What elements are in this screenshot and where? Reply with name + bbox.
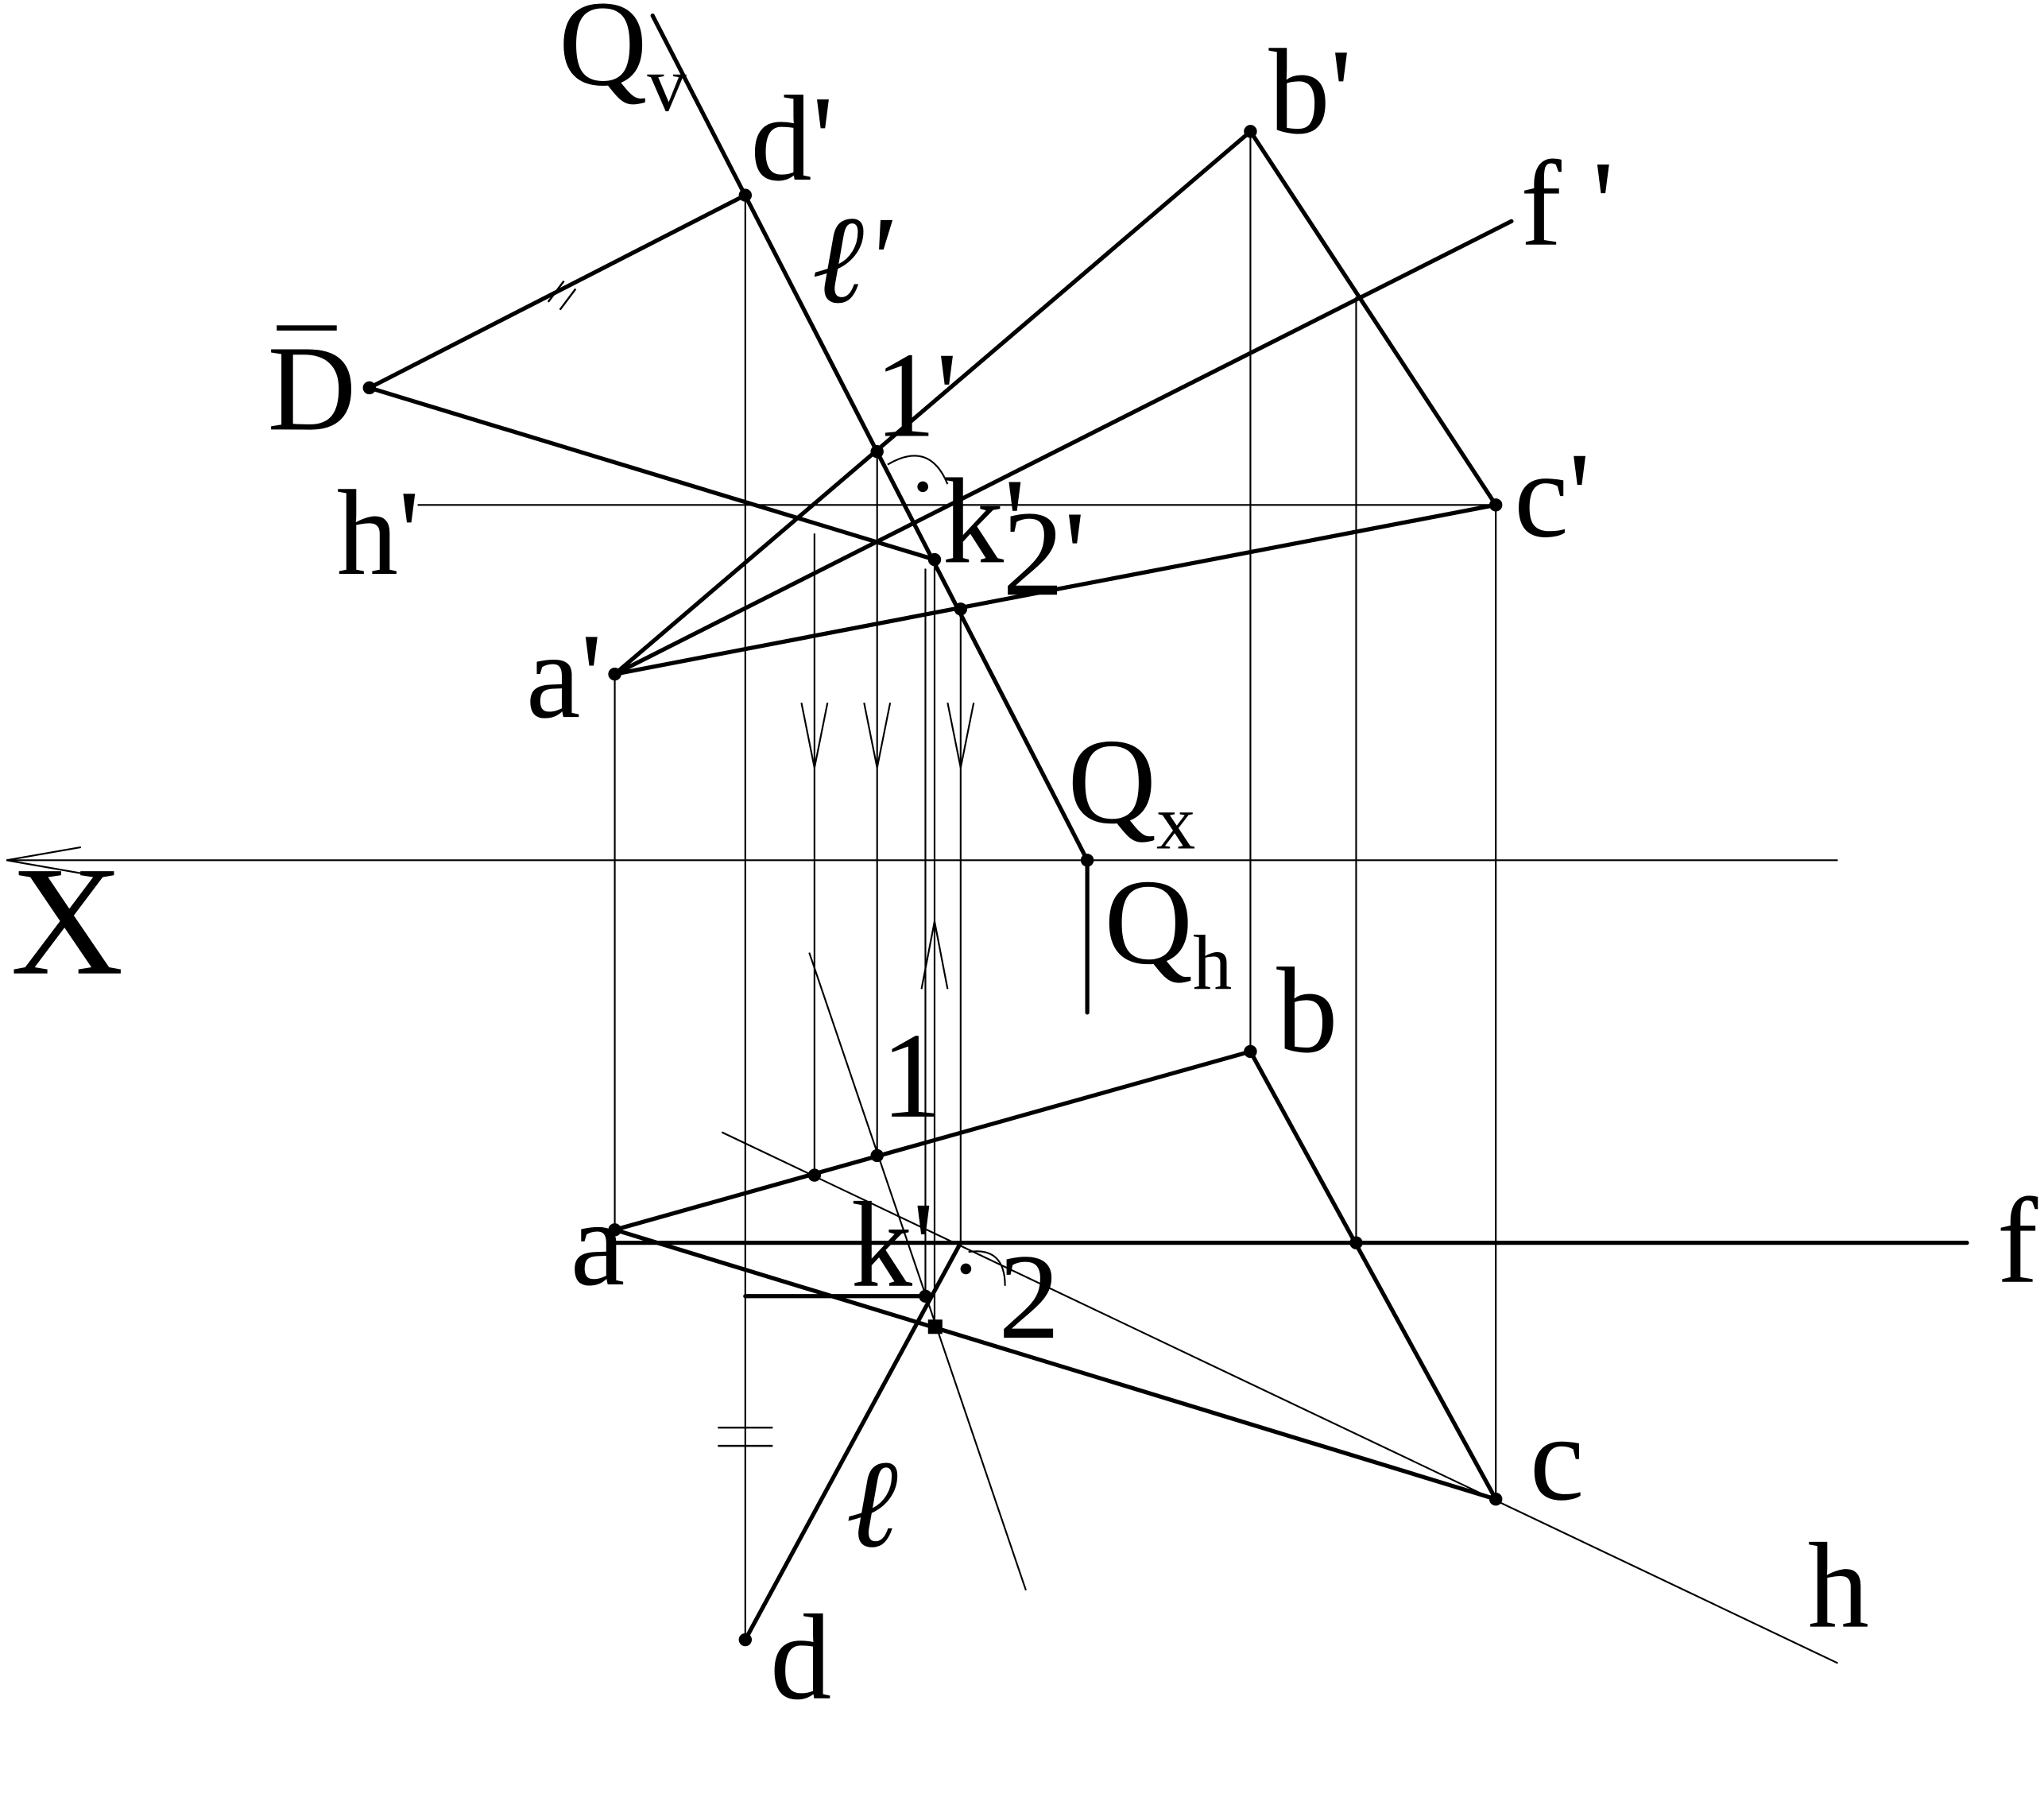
- arrow-up-icon: [920, 921, 949, 990]
- point-dbar: [362, 381, 377, 395]
- label-b-prime: b': [1268, 25, 1352, 160]
- line-dbar-k-prime: [367, 385, 937, 562]
- equal-marks-icon: [718, 1426, 773, 1447]
- label-f-prime: f ': [1520, 137, 1614, 272]
- point-k-prime-bottom: [919, 1289, 932, 1303]
- line-a-prime-c-prime: [612, 502, 1498, 676]
- object-lines: [367, 14, 1969, 1642]
- point-k-square: [927, 1319, 943, 1334]
- point-k-prime-top: [927, 552, 942, 567]
- double-slash-marks-icon: [547, 280, 577, 311]
- right-angle-icon: [968, 1250, 1006, 1286]
- point-left: [807, 1168, 822, 1182]
- label-1-prime: 1': [874, 328, 958, 463]
- point-b: [1244, 1044, 1257, 1059]
- tick-marks: [547, 280, 773, 1447]
- label-c-prime: c': [1514, 428, 1590, 564]
- arrowheads: [6, 702, 975, 990]
- label-2: 2: [998, 1230, 1059, 1365]
- label-k-prime-bottom: k': [851, 1178, 935, 1313]
- line-a-c: [612, 1227, 1498, 1501]
- construction-lines: [6, 131, 1838, 1664]
- label-c: c: [1530, 1391, 1585, 1526]
- label-a-prime: a': [526, 609, 602, 744]
- overline-dbar: [277, 325, 337, 331]
- point-a-prime: [608, 667, 621, 681]
- label-h: h: [1808, 1519, 1869, 1654]
- arrow-down-icon: [800, 702, 829, 769]
- label-ell: ℓ: [846, 1435, 898, 1574]
- point-c: [1488, 1493, 1503, 1506]
- point-d: [738, 1633, 753, 1647]
- labels: Qv d' b' f ' ℓ' D 1' h' k' 2' c' a' Qx X…: [10, 0, 2038, 1726]
- point-c-prime: [1488, 498, 1503, 512]
- label-k-prime-top: k': [943, 455, 1026, 590]
- point-d-prime: [738, 188, 753, 202]
- point-1: [870, 1148, 884, 1163]
- label-1: 1: [881, 1009, 943, 1144]
- point-2-prime: [954, 602, 968, 616]
- point-f-intersection: [1349, 1236, 1363, 1249]
- line-ell: [743, 1241, 963, 1642]
- label-a: a: [571, 1176, 625, 1311]
- point-qx: [1080, 854, 1094, 867]
- label-x-axis: X: [10, 835, 123, 1008]
- line-a-b: [612, 1049, 1253, 1232]
- right-angle-icon: [887, 455, 949, 485]
- h-line: [721, 1131, 1838, 1664]
- line-d-prime-dbar: [367, 192, 748, 390]
- label-ell-prime: ℓ': [812, 192, 893, 330]
- label-qh: Qh: [1104, 855, 1232, 1007]
- arrow-left-icon: [6, 846, 82, 874]
- arrow-down-icon: [863, 702, 892, 769]
- label-qx: Qx: [1067, 715, 1195, 866]
- points: [362, 125, 1503, 1647]
- line-b-c: [1248, 1049, 1498, 1501]
- perpendicular-line: [808, 952, 1027, 1591]
- arrow-down-icon: [947, 702, 975, 769]
- label-h-prime: h': [337, 466, 420, 601]
- right-angle-marks: [887, 455, 1006, 1286]
- label-qv: Qv: [559, 0, 687, 128]
- point-b-prime: [1244, 125, 1257, 138]
- qv-trace: [650, 14, 1090, 862]
- line-f-prime: [612, 219, 1514, 676]
- label-d: d: [770, 1590, 831, 1726]
- label-f: f: [1997, 1174, 2038, 1309]
- label-b: b: [1276, 943, 1338, 1079]
- point-1-prime: [870, 444, 884, 459]
- line-b-prime-c-prime: [1248, 129, 1498, 507]
- point-a: [608, 1223, 621, 1237]
- right-angle-dot-icon: [917, 481, 928, 493]
- line-a-prime-b-prime: [612, 129, 1253, 676]
- label-d-prime: d': [750, 72, 834, 207]
- label-dbar: D: [268, 322, 356, 457]
- right-angle-dot-icon: [960, 1263, 972, 1275]
- label-2-prime: 2': [1002, 486, 1086, 622]
